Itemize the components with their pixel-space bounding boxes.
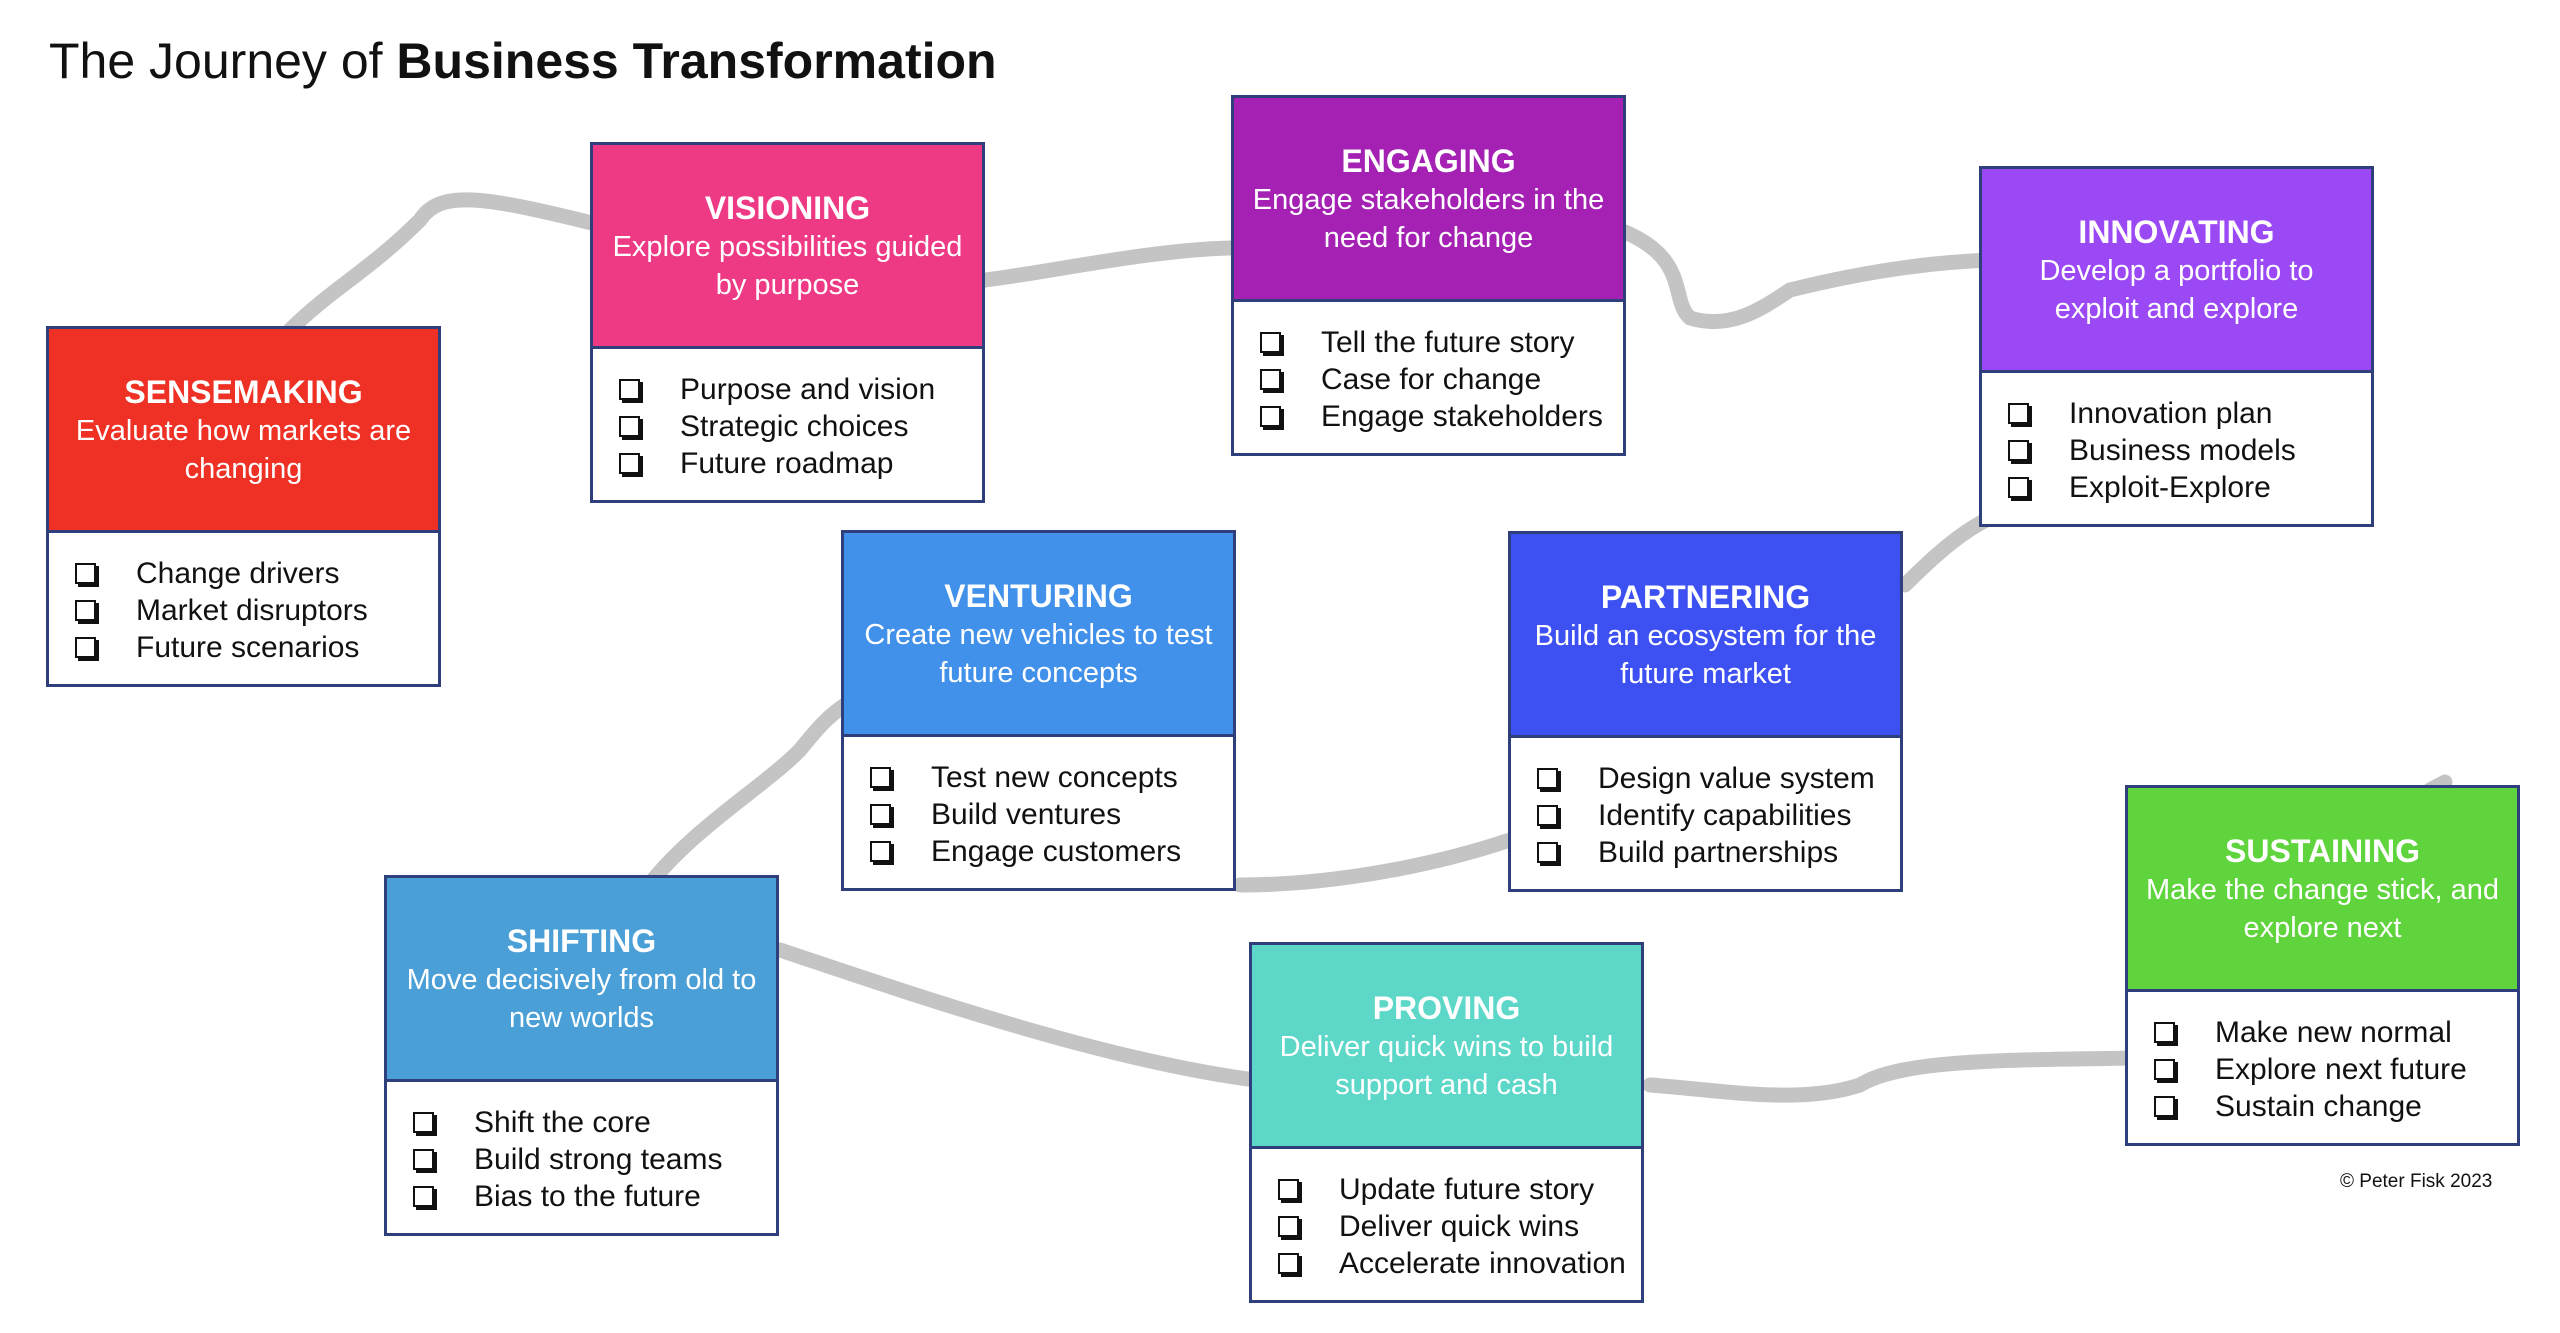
list-item: Explore next future xyxy=(2154,1051,2517,1088)
list-item: Engage customers xyxy=(870,833,1233,870)
stage-visioning: VISIONING Explore possibilities guided b… xyxy=(590,142,985,503)
stage-proving: PROVING Deliver quick wins to build supp… xyxy=(1249,942,1644,1303)
stage-name: VISIONING xyxy=(704,189,871,226)
stage-description: Evaluate how markets are changing xyxy=(75,414,412,485)
checkbox-icon xyxy=(1260,406,1281,427)
checkbox-icon xyxy=(75,600,96,621)
checkbox-icon xyxy=(1278,1179,1299,1200)
list-item: Engage stakeholders xyxy=(1260,398,1623,435)
checkbox-icon xyxy=(619,416,640,437)
checkbox-icon xyxy=(1537,842,1558,863)
checkbox-icon xyxy=(870,804,891,825)
stage-header: INNOVATING Develop a portfolio to exploi… xyxy=(1982,169,2371,373)
checkbox-icon xyxy=(2154,1096,2175,1117)
copyright-note: © Peter Fisk 2023 xyxy=(2340,1171,2493,1192)
stage-name: SHIFTING xyxy=(506,922,657,959)
list-item: Exploit-Explore xyxy=(2008,469,2371,506)
checkbox-icon xyxy=(870,767,891,788)
stage-name: INNOVATING xyxy=(2078,213,2275,250)
stage-description: Move decisively from old to new worlds xyxy=(406,963,757,1034)
list-item: Deliver quick wins xyxy=(1278,1208,1641,1245)
stage-description: Build an ecosystem for the future market xyxy=(1534,619,1877,690)
stage-description: Develop a portfolio to exploit and explo… xyxy=(2039,254,2314,325)
checkbox-icon xyxy=(413,1149,434,1170)
checkbox-icon xyxy=(619,379,640,400)
stage-name: VENTURING xyxy=(944,577,1133,614)
checkbox-icon xyxy=(2008,403,2029,424)
list-item: Purpose and vision xyxy=(619,371,982,408)
stage-header: PARTNERING Build an ecosystem for the fu… xyxy=(1511,534,1900,738)
stage-name: ENGAGING xyxy=(1341,142,1516,179)
stage-shifting: SHIFTING Move decisively from old to new… xyxy=(384,875,779,1236)
list-item: Tell the future story xyxy=(1260,324,1623,361)
list-item: Update future story xyxy=(1278,1171,1641,1208)
list-item: Shift the core xyxy=(413,1104,776,1141)
checkbox-icon xyxy=(75,637,96,658)
stage-description: Explore possibilities guided by purpose xyxy=(612,230,963,301)
stage-header: SHIFTING Move decisively from old to new… xyxy=(387,878,776,1082)
list-item: Sustain change xyxy=(2154,1088,2517,1125)
stage-partnering: PARTNERING Build an ecosystem for the fu… xyxy=(1508,531,1903,892)
list-item: Design value system xyxy=(1537,760,1900,797)
stage-description: Make the change stick, and explore next xyxy=(2145,873,2500,944)
checkbox-icon xyxy=(619,453,640,474)
page-title: The Journey of Business Transformation xyxy=(49,33,997,89)
list-item: Bias to the future xyxy=(413,1178,776,1215)
stage-header: SUSTAINING Make the change stick, and ex… xyxy=(2128,788,2517,992)
stage-header: SENSEMAKING Evaluate how markets are cha… xyxy=(49,329,438,533)
checkbox-icon xyxy=(1278,1253,1299,1274)
list-item: Business models xyxy=(2008,432,2371,469)
list-item: Market disruptors xyxy=(75,592,438,629)
stage-name: PROVING xyxy=(1372,989,1521,1026)
stage-venturing: VENTURING Create new vehicles to test fu… xyxy=(841,530,1236,891)
list-item: Build strong teams xyxy=(413,1141,776,1178)
stage-description: Engage stakeholders in the need for chan… xyxy=(1252,183,1605,254)
list-item: Identify capabilities xyxy=(1537,797,1900,834)
checkbox-icon xyxy=(1260,332,1281,353)
list-item: Change drivers xyxy=(75,555,438,592)
list-item: Future roadmap xyxy=(619,445,982,482)
checkbox-icon xyxy=(2154,1022,2175,1043)
stage-sustaining: SUSTAINING Make the change stick, and ex… xyxy=(2125,785,2520,1146)
checkbox-icon xyxy=(75,563,96,584)
checkbox-icon xyxy=(1537,768,1558,789)
stage-description: Create new vehicles to test future conce… xyxy=(864,618,1213,689)
checkbox-icon xyxy=(1537,805,1558,826)
list-item: Test new concepts xyxy=(870,759,1233,796)
list-item: Innovation plan xyxy=(2008,395,2371,432)
stage-name: PARTNERING xyxy=(1600,578,1811,615)
checkbox-icon xyxy=(1260,369,1281,390)
stage-header: PROVING Deliver quick wins to build supp… xyxy=(1252,945,1641,1149)
stage-header: VENTURING Create new vehicles to test fu… xyxy=(844,533,1233,737)
list-item: Future scenarios xyxy=(75,629,438,666)
stage-sensemaking: SENSEMAKING Evaluate how markets are cha… xyxy=(46,326,441,687)
checkbox-icon xyxy=(413,1186,434,1207)
list-item: Case for change xyxy=(1260,361,1623,398)
stage-name: SENSEMAKING xyxy=(124,373,363,410)
checkbox-icon xyxy=(2008,440,2029,461)
list-item: Accelerate innovation xyxy=(1278,1245,1641,1282)
checkbox-icon xyxy=(2008,477,2029,498)
stage-name: SUSTAINING xyxy=(2225,832,2420,869)
stage-header: VISIONING Explore possibilities guided b… xyxy=(593,145,982,349)
stage-description: Deliver quick wins to build support and … xyxy=(1279,1030,1614,1101)
list-item: Strategic choices xyxy=(619,408,982,445)
list-item: Build ventures xyxy=(870,796,1233,833)
list-item: Build partnerships xyxy=(1537,834,1900,871)
checkbox-icon xyxy=(1278,1216,1299,1237)
checkbox-icon xyxy=(413,1112,434,1133)
list-item: Make new normal xyxy=(2154,1014,2517,1051)
stage-header: ENGAGING Engage stakeholders in the need… xyxy=(1234,98,1623,302)
stage-engaging: ENGAGING Engage stakeholders in the need… xyxy=(1231,95,1626,456)
stage-innovating: INNOVATING Develop a portfolio to exploi… xyxy=(1979,166,2374,527)
checkbox-icon xyxy=(2154,1059,2175,1080)
checkbox-icon xyxy=(870,841,891,862)
